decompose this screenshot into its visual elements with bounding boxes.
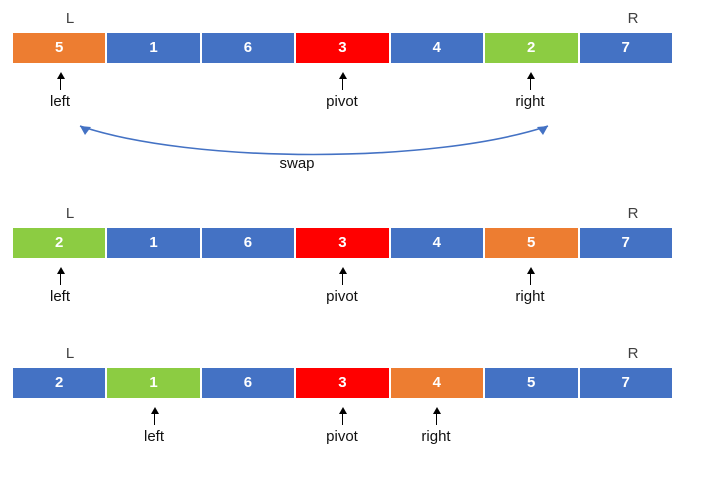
pointer-label: left — [49, 288, 70, 305]
array-cell[interactable]: 6 — [200, 228, 296, 258]
array-cell[interactable]: 5 — [484, 228, 579, 258]
arrow-shaft — [342, 74, 343, 90]
array-cell[interactable]: 2 — [13, 228, 107, 258]
array-cell[interactable]: 3 — [295, 228, 390, 258]
arrow-shaft — [60, 74, 61, 90]
arrow-shaft — [530, 74, 531, 90]
array-cell[interactable]: 2 — [13, 368, 107, 398]
pointer-label: pivot — [326, 428, 358, 445]
array-cell[interactable]: 5 — [484, 368, 579, 398]
pointer-label: left — [143, 428, 164, 445]
array-cell[interactable]: 2 — [484, 33, 579, 63]
arrow-shaft — [154, 409, 155, 425]
array-cell[interactable]: 7 — [578, 368, 672, 398]
array-cell[interactable]: 3 — [295, 368, 390, 398]
swap-arrow-head-left-icon — [80, 126, 91, 135]
array-cell[interactable]: 4 — [389, 33, 485, 63]
pointer-label: right — [515, 93, 545, 110]
arrow-shaft — [530, 269, 531, 285]
row-1-label-R: R — [627, 10, 639, 27]
arrow-shaft — [436, 409, 437, 425]
array-cell[interactable]: 3 — [295, 33, 390, 63]
array-cell[interactable]: 5 — [13, 33, 107, 63]
pointer-label: pivot — [326, 93, 358, 110]
array-cell[interactable]: 1 — [106, 33, 201, 63]
array-cell[interactable]: 7 — [578, 228, 672, 258]
array-cell[interactable]: 7 — [578, 33, 672, 63]
array-cell[interactable]: 4 — [389, 368, 485, 398]
arrow-shaft — [342, 409, 343, 425]
pointer-label: left — [49, 93, 70, 110]
pointer-label: pivot — [326, 288, 358, 305]
arrow-shaft — [60, 269, 61, 285]
array-cell[interactable]: 1 — [106, 228, 201, 258]
row-1-bar: 5 1 6 3 4 2 7 — [13, 33, 672, 63]
swap-label: swap — [279, 155, 315, 172]
row-2-label-R: R — [627, 205, 639, 222]
pointer-label: right — [515, 288, 545, 305]
row-3-label-R: R — [627, 345, 639, 362]
row-2-label-L: L — [65, 205, 75, 222]
arrow-shaft — [342, 269, 343, 285]
swap-arc-path — [79, 125, 549, 156]
row-2-bar: 2 1 6 3 4 5 7 — [13, 228, 672, 258]
array-cell[interactable]: 6 — [200, 368, 296, 398]
pointer-label: right — [421, 428, 451, 445]
array-cell[interactable]: 4 — [389, 228, 485, 258]
swap-arc — [79, 125, 549, 156]
row-1-label-L: L — [65, 10, 75, 27]
row-3-label-L: L — [65, 345, 75, 362]
array-cell[interactable]: 6 — [200, 33, 296, 63]
swap-arrow-head-right-icon — [537, 126, 548, 135]
row-3-bar: 2 1 6 3 4 5 7 — [13, 368, 672, 398]
array-cell[interactable]: 1 — [106, 368, 201, 398]
